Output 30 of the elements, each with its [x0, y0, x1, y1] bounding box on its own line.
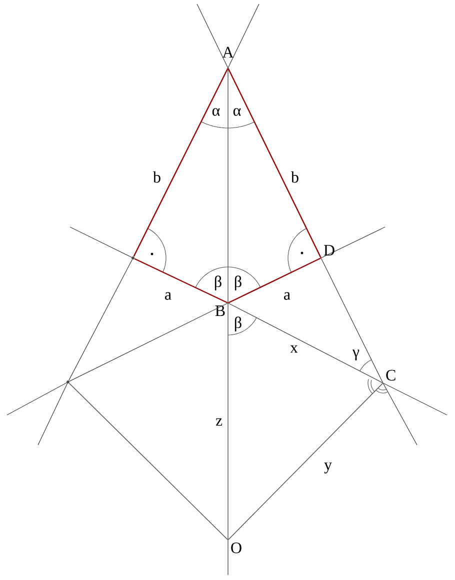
line-segment: [69, 302, 228, 382]
angle-label: γ: [352, 350, 360, 360]
line-segment: [228, 302, 384, 384]
line-segment: [68, 259, 133, 381]
line-segment: [228, 68, 322, 258]
edge-label: x: [290, 345, 298, 353]
angle-label: β: [234, 276, 242, 290]
point-label: A: [222, 46, 234, 58]
point-label: C: [386, 370, 396, 381]
line-segment: [134, 258, 228, 304]
angle-label: α: [233, 108, 241, 116]
edge-label: a: [165, 292, 172, 300]
point-label: O: [231, 542, 242, 554]
point-label: B: [215, 306, 225, 316]
edge-label: y: [324, 462, 332, 474]
edge-label: b: [153, 171, 160, 183]
angle-label: α: [212, 108, 220, 116]
edge-label: z: [216, 418, 222, 426]
vertex: [66, 380, 70, 384]
edge-label: a: [284, 292, 290, 300]
angle-label: β: [234, 316, 242, 332]
line-segment: [68, 382, 228, 540]
point-label: D: [324, 244, 334, 256]
line-segment: [228, 258, 321, 304]
line-segment: [228, 382, 384, 540]
vertex: [132, 256, 134, 260]
line-segment: [320, 258, 384, 384]
edge-label: b: [291, 171, 298, 183]
line-segment: [133, 68, 228, 257]
angle-label: β: [214, 276, 222, 290]
